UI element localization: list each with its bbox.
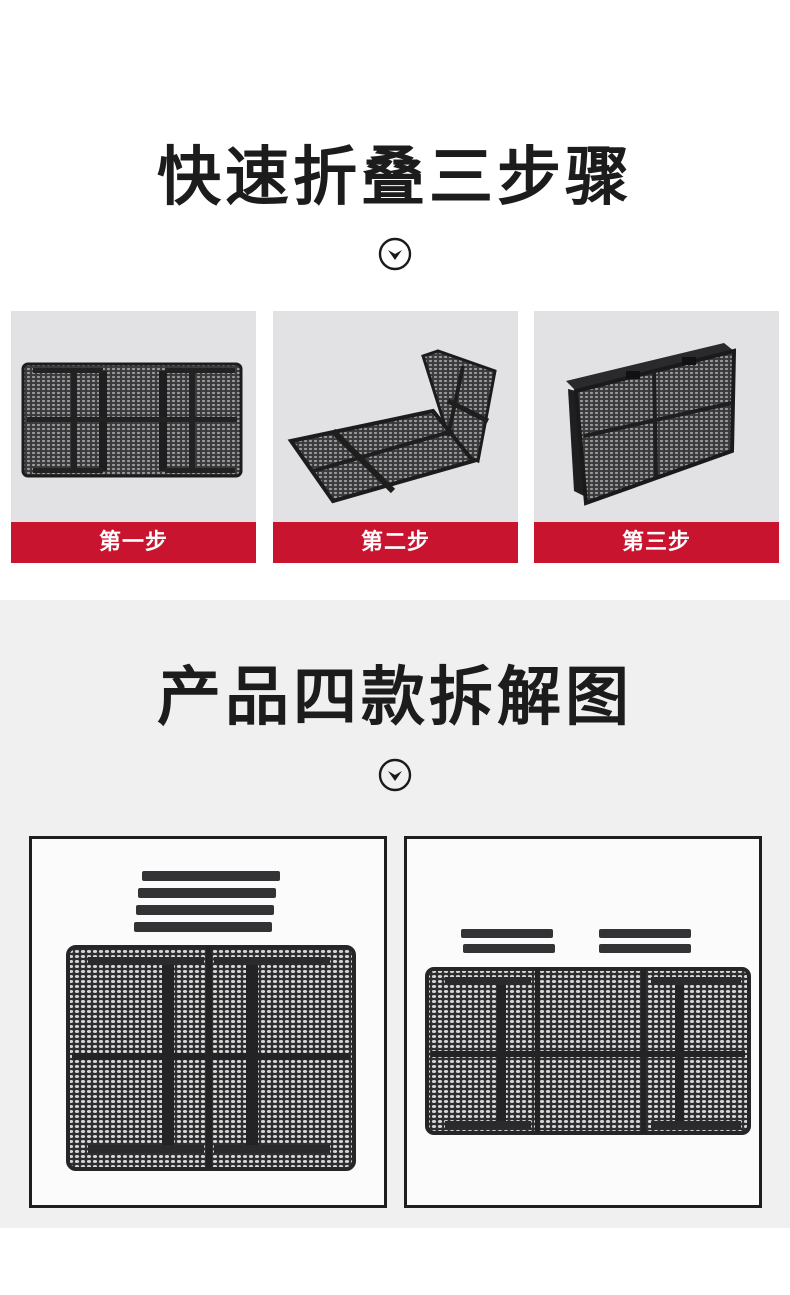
section-title-folding-steps: 快速折叠三步骤 <box>157 141 633 215</box>
section-title-exploded-view: 产品四款拆解图 <box>157 661 633 735</box>
step-2-image <box>273 311 518 521</box>
step-1-image <box>11 311 256 521</box>
chevron-down-circle-icon <box>378 758 412 792</box>
step-card-1: 第一步 <box>11 311 256 563</box>
step-1-label: 第一步 <box>11 522 256 563</box>
step-3-label: 第三步 <box>534 522 779 563</box>
exploded-photo-three-panel <box>404 836 762 1208</box>
step-card-3: 第三步 <box>534 311 779 563</box>
step-3-image <box>534 311 779 521</box>
exploded-photo-two-panel <box>29 836 387 1208</box>
step-2-label: 第二步 <box>273 522 518 563</box>
chevron-down-circle-icon <box>378 237 412 271</box>
step-card-2: 第二步 <box>273 311 518 563</box>
